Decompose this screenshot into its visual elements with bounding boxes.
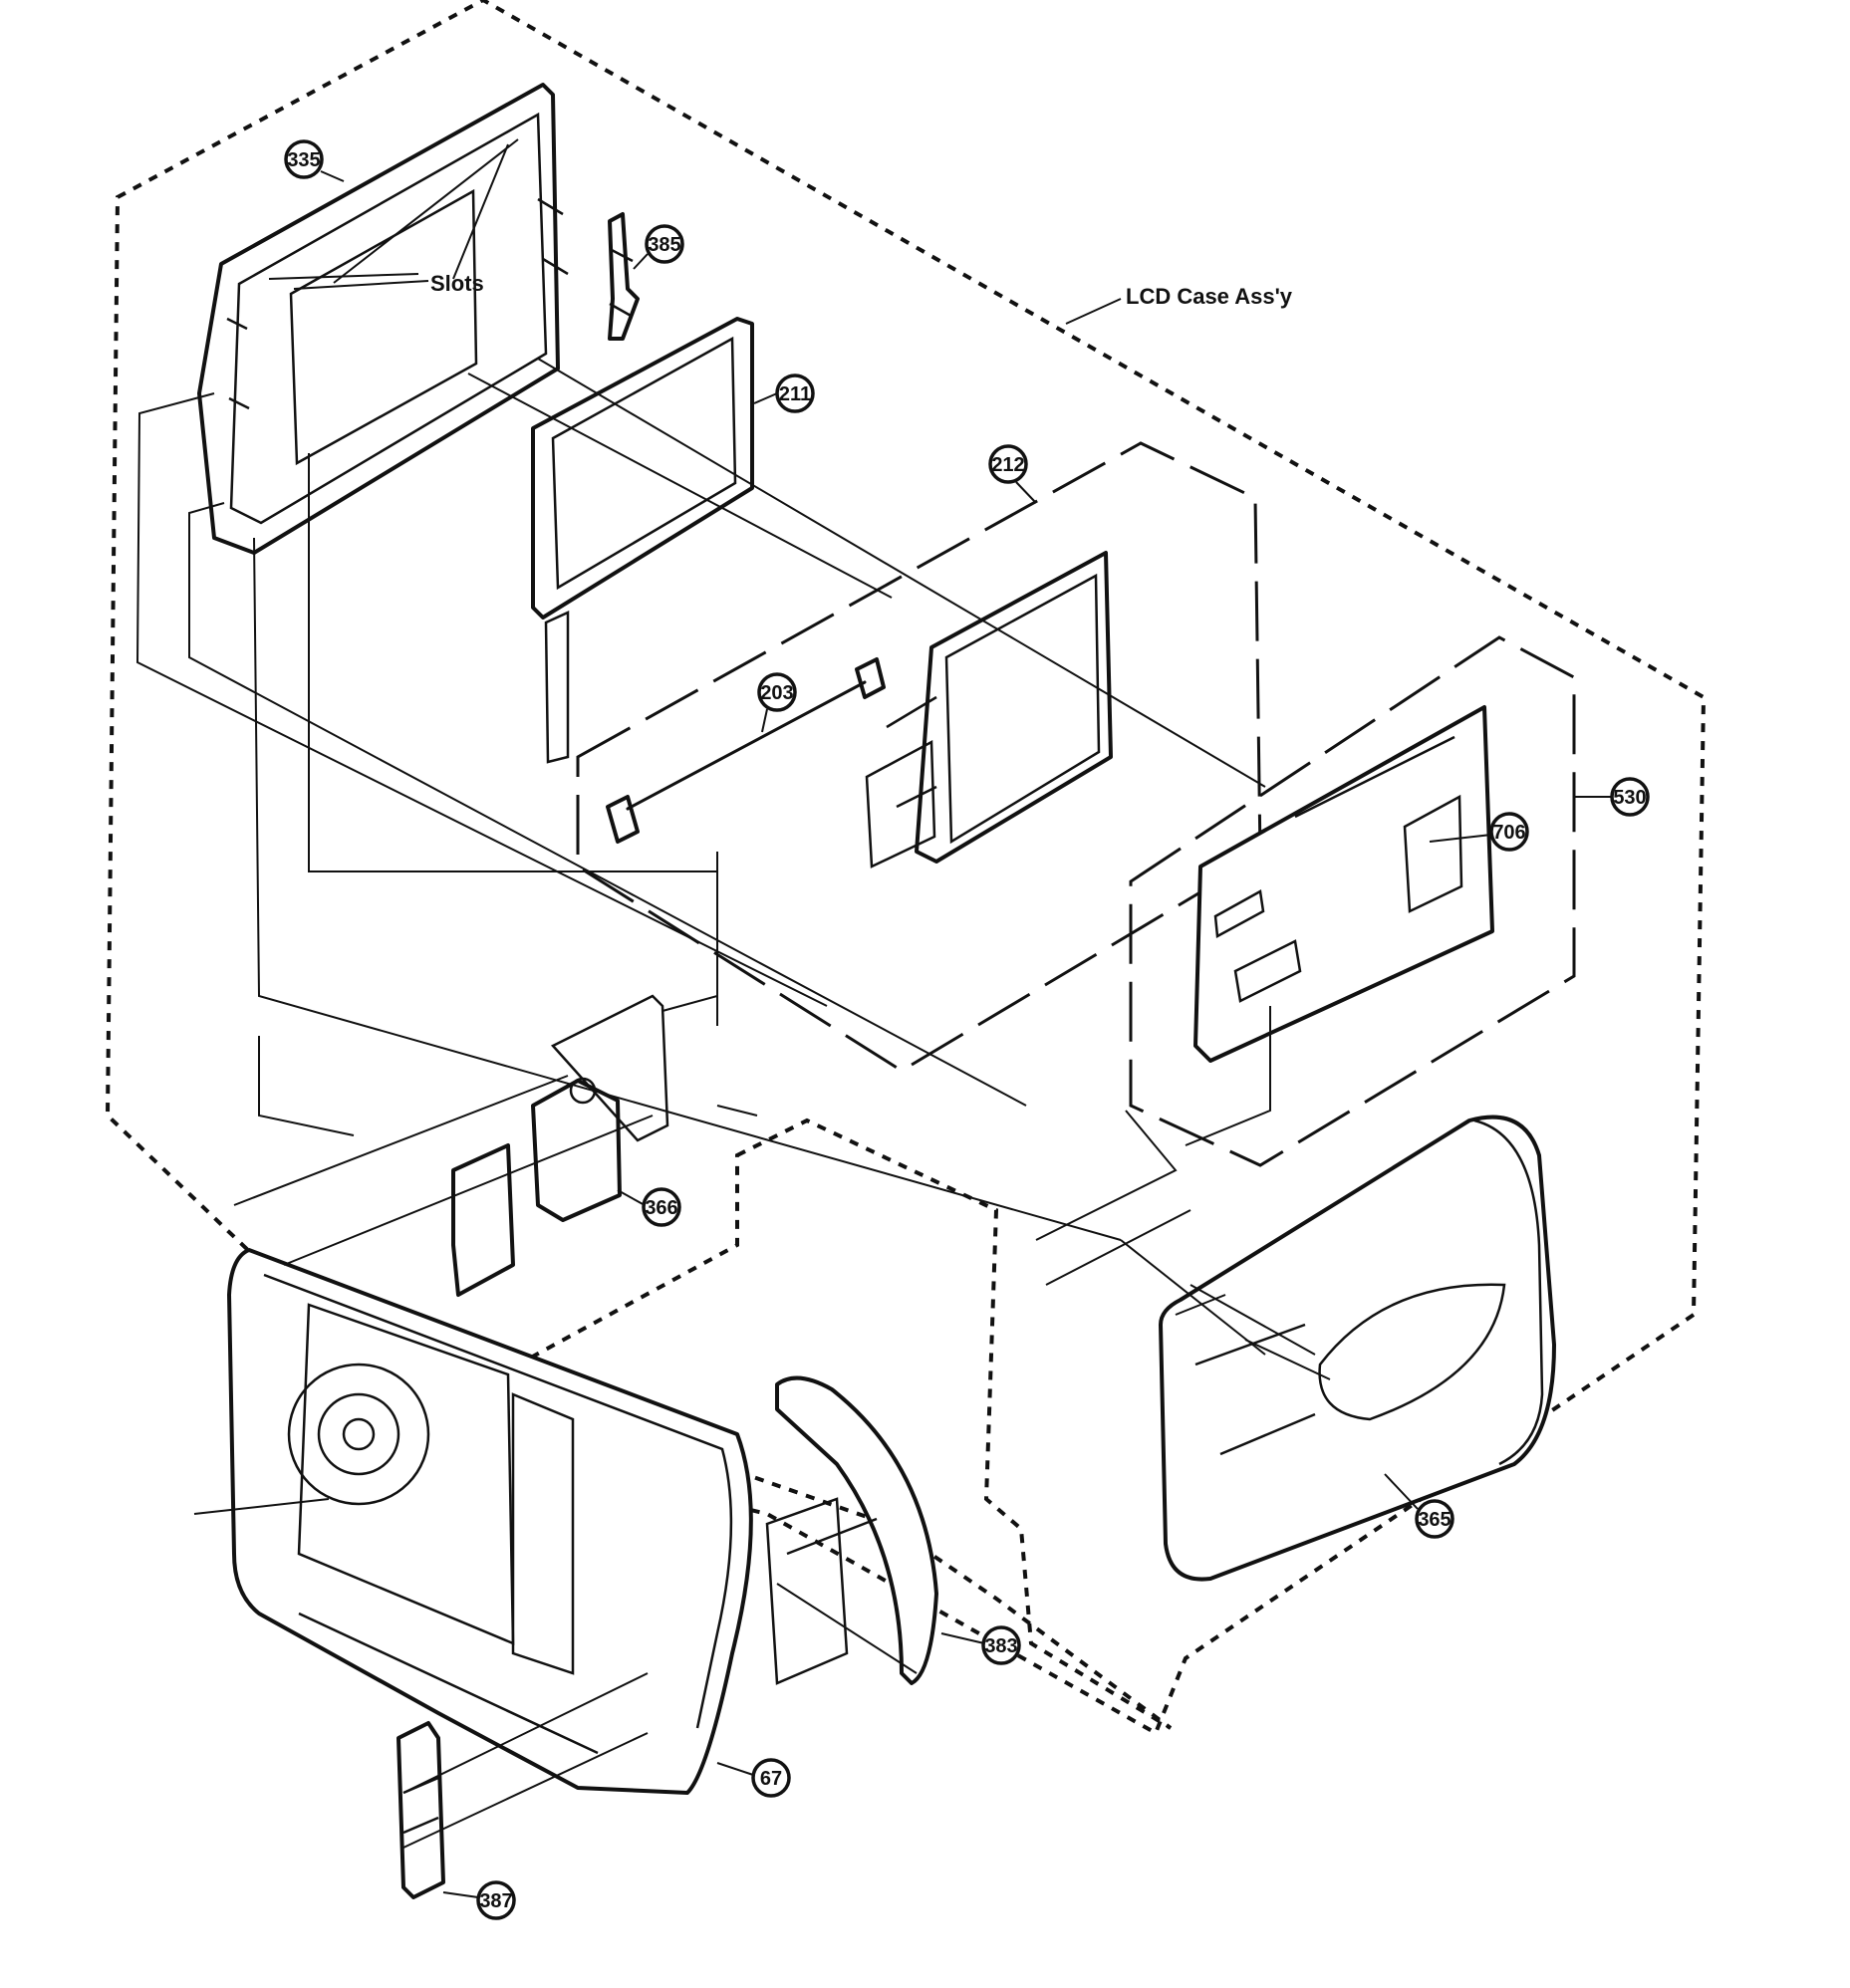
callout-383: 383 xyxy=(940,1625,1021,1665)
lcd-case-assy-label: LCD Case Ass'y xyxy=(1126,284,1293,309)
svg-text:67: 67 xyxy=(760,1768,782,1790)
callout-211: 211 xyxy=(753,373,815,413)
svg-text:387: 387 xyxy=(479,1890,512,1912)
lcd-case-assy-leader xyxy=(1065,298,1122,325)
assembly-212-boundary xyxy=(576,441,1262,1073)
svg-text:530: 530 xyxy=(1613,787,1646,809)
svg-text:383: 383 xyxy=(984,1635,1017,1657)
callout-67: 67 xyxy=(716,1758,791,1798)
part-366-hinge xyxy=(451,994,669,1297)
assembly-guide-lines xyxy=(135,358,1331,1849)
svg-text:211: 211 xyxy=(779,383,811,405)
part-387-hinge-bracket xyxy=(396,1721,445,1899)
svg-text:365: 365 xyxy=(1418,1509,1451,1531)
part-211-lcd-panel xyxy=(531,317,754,764)
part-212-backlight xyxy=(865,551,1113,869)
callout-387: 387 xyxy=(442,1880,516,1920)
callout-203: 203 xyxy=(757,672,797,733)
callout-530: 530 xyxy=(1574,777,1650,817)
svg-text:385: 385 xyxy=(648,234,680,256)
assembly-530-boundary xyxy=(1129,635,1576,1167)
svg-text:203: 203 xyxy=(760,682,793,704)
slots-leader-2 xyxy=(452,143,509,280)
callout-365: 365 xyxy=(1384,1473,1454,1539)
part-385-bracket xyxy=(608,212,640,341)
callout-366: 366 xyxy=(617,1187,681,1227)
svg-text:335: 335 xyxy=(287,149,320,171)
callout-706: 706 xyxy=(1429,812,1529,852)
callout-335: 335 xyxy=(284,139,345,182)
part-335-lcd-frame xyxy=(197,83,569,555)
svg-text:706: 706 xyxy=(1492,822,1525,844)
slots-leader-1 xyxy=(293,280,429,290)
part-365-rear-cover xyxy=(1159,1115,1556,1582)
part-383-side-cover xyxy=(765,1375,938,1685)
lcd-case-assy-boundary xyxy=(105,0,1707,1736)
part-530-board xyxy=(1193,705,1494,1063)
callout-385: 385 xyxy=(633,224,684,270)
svg-text:212: 212 xyxy=(991,454,1024,476)
callout-212: 212 xyxy=(988,444,1037,504)
slots-label: Slots xyxy=(430,271,484,296)
part-203-lamp xyxy=(606,657,886,844)
svg-text:366: 366 xyxy=(645,1197,677,1219)
part-67-main-housing xyxy=(193,1248,753,1795)
